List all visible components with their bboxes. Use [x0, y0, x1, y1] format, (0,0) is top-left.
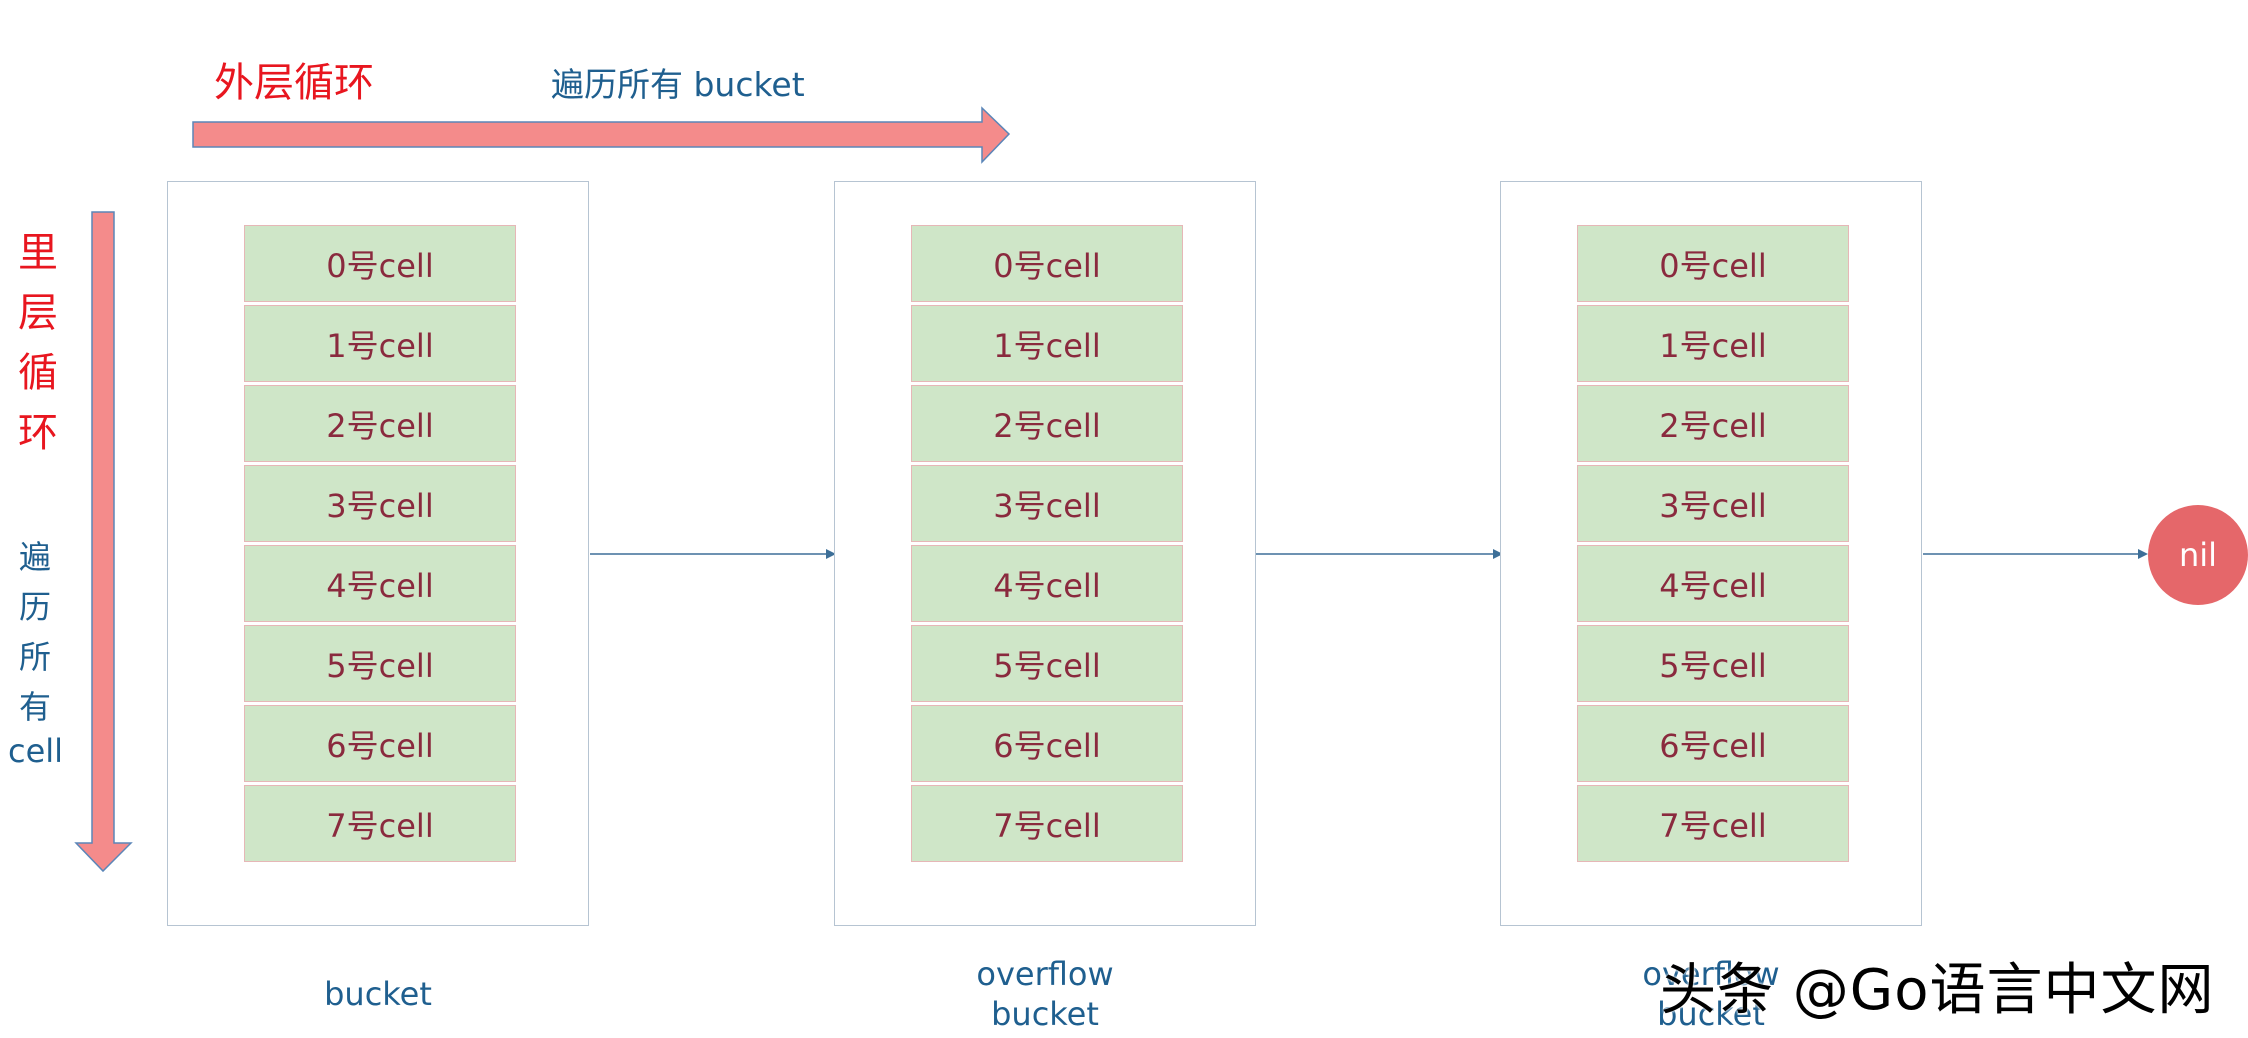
cell: 6号cell [911, 705, 1183, 782]
inner-loop-subtitle-line: 有 [18, 688, 51, 726]
outer-loop-title: 外层循环 [214, 60, 374, 106]
overflow-bucket-label: overflow bucket [895, 954, 1195, 1034]
inner-loop-arrow [74, 211, 133, 873]
nil-terminal: nil [2148, 505, 2248, 605]
inner-loop-subtitle-line: 遍 [18, 538, 51, 576]
bucket-label-line: overflow [1642, 955, 1780, 993]
cell: 7号cell [244, 785, 516, 862]
inner-loop-subtitle-line: 所 [18, 638, 51, 676]
inner-loop-subtitle-line: 历 [18, 588, 51, 626]
inner-loop-title-char: 里 [18, 230, 58, 276]
cell: 2号cell [1577, 385, 1849, 462]
outer-loop-subtitle: 遍历所有 bucket [551, 65, 805, 104]
outer-loop-arrow [192, 106, 1011, 164]
cell: 7号cell [911, 785, 1183, 862]
cell: 3号cell [1577, 465, 1849, 542]
inner-loop-title-char: 层 [18, 290, 58, 336]
inner-loop-subtitle-line: cell [8, 732, 64, 770]
bucket-box: 0号cell 1号cell 2号cell 3号cell 4号cell 5号cel… [834, 181, 1256, 926]
cell: 5号cell [911, 625, 1183, 702]
bucket-label: bucket [228, 974, 528, 1014]
watermark: 头条 @Go语言中文网 [1660, 958, 2215, 1023]
overflow-bucket-label: overflow bucket [1561, 954, 1861, 1034]
inner-loop-title-char: 环 [18, 410, 58, 456]
bucket-label-line: bucket [324, 975, 432, 1013]
cell: 5号cell [244, 625, 516, 702]
cell: 0号cell [244, 225, 516, 302]
cell: 1号cell [244, 305, 516, 382]
bucket-label-line: bucket [991, 995, 1099, 1033]
cell: 6号cell [1577, 705, 1849, 782]
cell: 2号cell [244, 385, 516, 462]
cell: 4号cell [911, 545, 1183, 622]
cell: 0号cell [911, 225, 1183, 302]
cell: 5号cell [1577, 625, 1849, 702]
connector-arrowhead-1 [826, 549, 836, 559]
cell: 1号cell [911, 305, 1183, 382]
connector-arrowhead-3 [2138, 549, 2148, 559]
nil-label: nil [2178, 536, 2218, 574]
cell: 1号cell [1577, 305, 1849, 382]
cell: 7号cell [1577, 785, 1849, 862]
inner-loop-title-char: 循 [18, 350, 58, 396]
cell: 4号cell [1577, 545, 1849, 622]
cell: 4号cell [244, 545, 516, 622]
cell: 3号cell [911, 465, 1183, 542]
bucket-box: 0号cell 1号cell 2号cell 3号cell 4号cell 5号cel… [167, 181, 589, 926]
cell: 0号cell [1577, 225, 1849, 302]
connector-arrowhead-2 [1493, 549, 1503, 559]
bucket-label-line: overflow [976, 955, 1114, 993]
cell: 3号cell [244, 465, 516, 542]
cell: 2号cell [911, 385, 1183, 462]
bucket-label-line: bucket [1657, 995, 1765, 1033]
bucket-box: 0号cell 1号cell 2号cell 3号cell 4号cell 5号cel… [1500, 181, 1922, 926]
cell: 6号cell [244, 705, 516, 782]
